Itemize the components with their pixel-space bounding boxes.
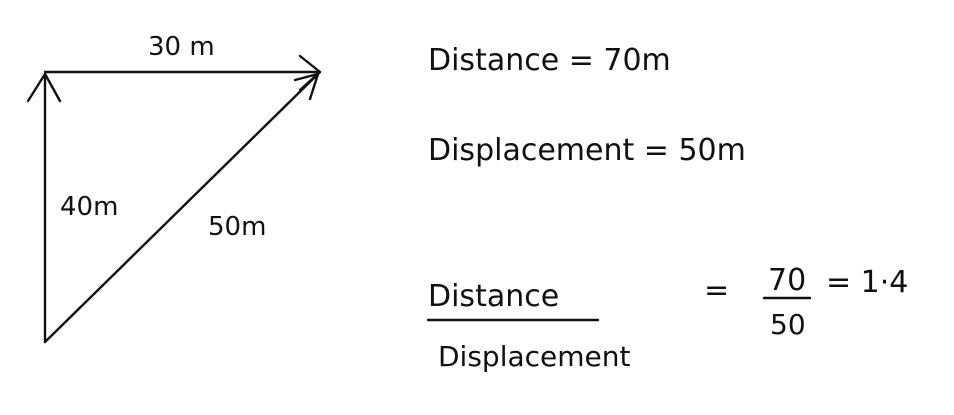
- ratio-numerator-label: Distance: [428, 279, 559, 314]
- ratio-denominator-label: Displacement: [438, 340, 631, 373]
- distance-equation: Distance = 70m: [428, 43, 671, 78]
- displacement-equation: Displacement = 50m: [428, 133, 746, 168]
- equations: Distance = 70m Displacement = 50m Distan…: [426, 43, 908, 373]
- hypotenuse-vector-line: [43, 72, 320, 344]
- ratio-equals-sign: =: [704, 273, 729, 308]
- fraction-numerator: 70: [768, 263, 806, 298]
- hypotenuse-arrowhead: [293, 72, 320, 101]
- vector-triangle-diagram: 30 m 40m 50m: [26, 32, 322, 344]
- hypotenuse-label: 50m: [208, 212, 266, 242]
- top-side-label: 30 m: [148, 32, 215, 62]
- ratio-result: = 1·4: [826, 265, 908, 300]
- left-side-label: 40m: [60, 192, 118, 222]
- fraction-denominator: 50: [770, 308, 806, 341]
- ratio-equation: Distance Displacement = 70 50 = 1·4: [426, 263, 908, 373]
- vertical-arrowhead: [26, 72, 62, 103]
